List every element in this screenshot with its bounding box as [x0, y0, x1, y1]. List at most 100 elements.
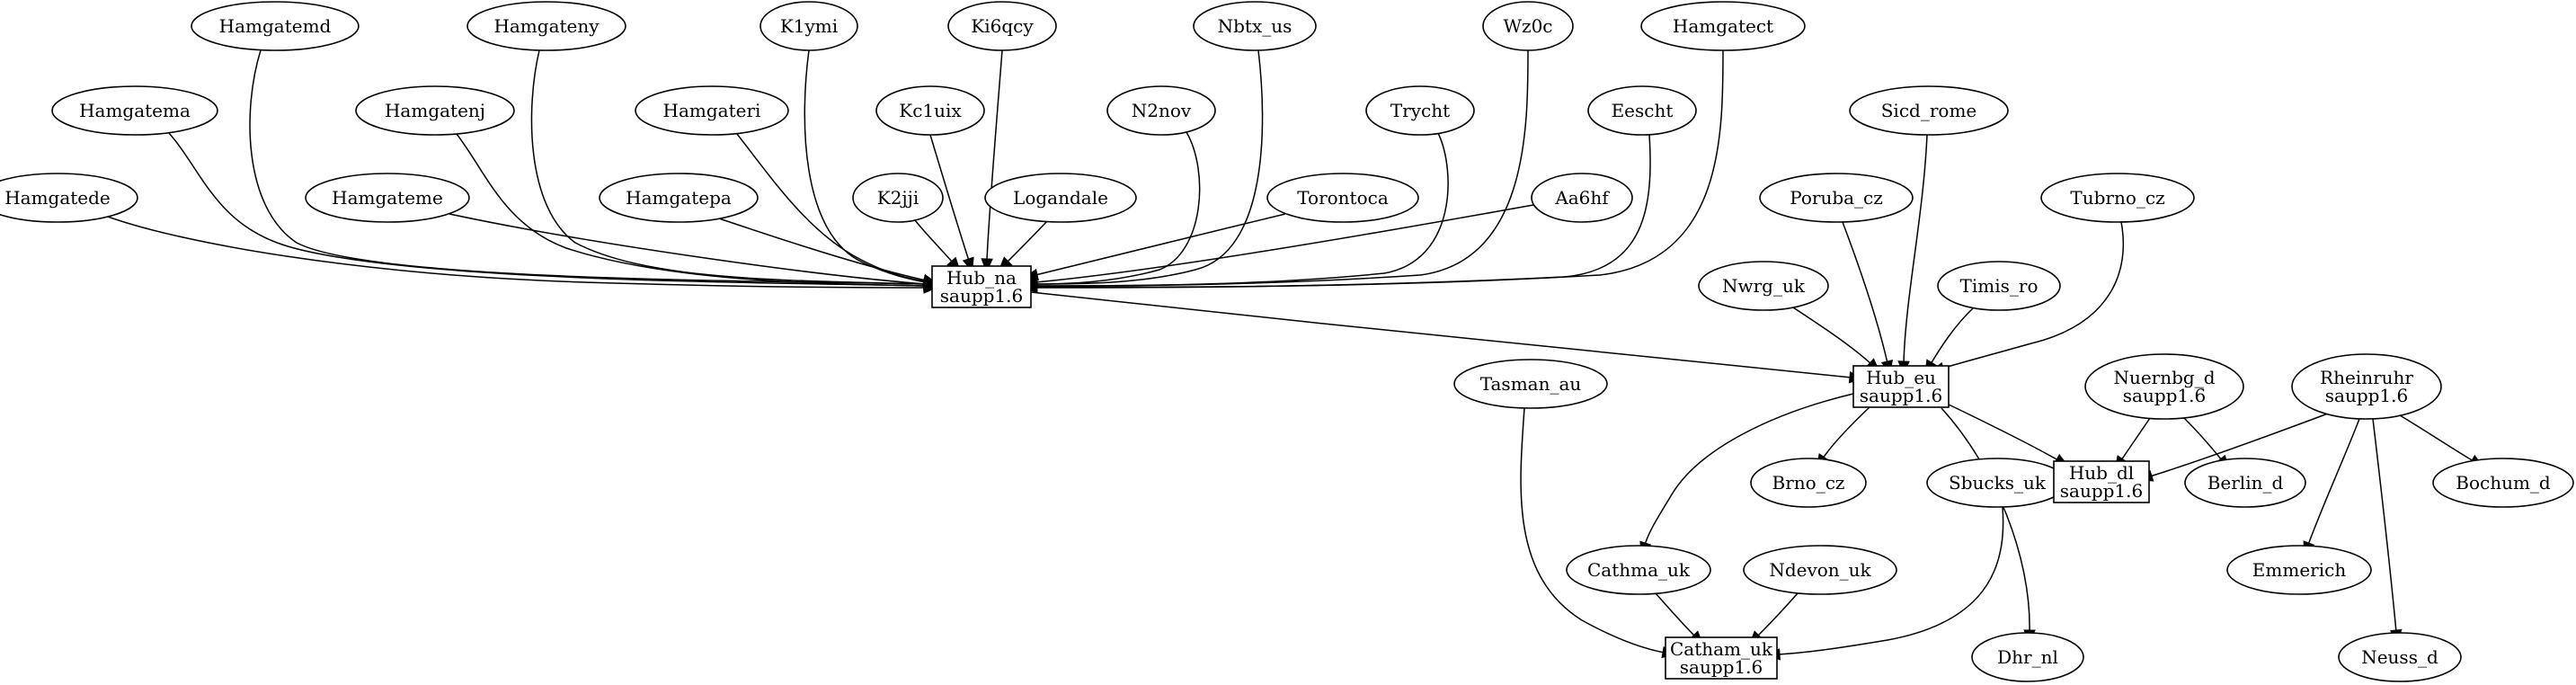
edge-line: [1930, 307, 1974, 365]
node-torontoca: Torontoca: [1266, 173, 1419, 223]
edge-logandale-to-hub-na: [998, 220, 1048, 271]
edge-line: [2307, 418, 2360, 546]
edge-line: [249, 49, 927, 285]
node-label: Kc1uix: [899, 100, 962, 121]
node-label: Nwrg_uk: [1722, 275, 1806, 297]
edge-line: [718, 218, 927, 281]
node-label: Emmerich: [2252, 559, 2347, 581]
edges-layer: [107, 49, 2484, 661]
node-eescht: Eescht: [1587, 85, 1697, 136]
node-sbucks-uk: Sbucks_uk: [1926, 458, 2068, 508]
edge-line: [914, 219, 954, 263]
node-poruba-cz: Poruba_cz: [1759, 173, 1914, 223]
node-label: Hub_eu: [1866, 367, 1936, 388]
edge-line: [1903, 134, 1928, 364]
node-hamgatenj: Hamgatenj: [355, 85, 515, 136]
node-label: Cathma_uk: [1587, 559, 1691, 581]
edge-line: [1822, 406, 1870, 459]
node-ellipse-shape: [2084, 353, 2244, 420]
node-ellipse-shape: [947, 1, 1057, 51]
node-label: Berlin_d: [2207, 472, 2284, 494]
node-aa6hf: Aa6hf: [1531, 173, 1633, 223]
edge-rheinruhr-to-bochum-d: [2399, 414, 2484, 467]
node-nwrg-uk: Nwrg_uk: [1698, 261, 1829, 311]
edge-line: [1030, 291, 1852, 378]
edge-cathma-uk-to-catham-uk: [1655, 592, 1704, 645]
node-emmerich: Emmerich: [2226, 545, 2372, 595]
edge-line: [1792, 307, 1872, 365]
node-ellipse-shape: [1937, 261, 2061, 311]
edge-line: [1941, 221, 2125, 369]
node-ellipse-shape: [1193, 1, 1317, 51]
node-label: Eescht: [1612, 100, 1674, 121]
node-wz0c: Wz0c: [1482, 1, 1574, 51]
node-label: Aa6hf: [1554, 187, 1610, 209]
node-dhr-nl: Dhr_nl: [1971, 632, 2084, 682]
edge-tasman-au-to-catham-uk: [1520, 407, 1677, 659]
edge-hamgateme-to-hub-na: [449, 213, 938, 290]
edge-line: [2372, 418, 2397, 633]
edge-k2jji-to-hub-na: [914, 219, 961, 271]
node-trycht: Trycht: [1365, 85, 1475, 136]
node-label: Rheinruhr: [2320, 367, 2413, 388]
node-bochum-d: Bochum_d: [2432, 458, 2574, 508]
node-ki6qcy: Ki6qcy: [947, 1, 1057, 51]
node-ellipse-shape: [1587, 85, 1697, 136]
edge-line: [1941, 407, 2030, 633]
node-ellipse-shape: [1698, 261, 1829, 311]
node-label: N2nov: [1132, 100, 1192, 121]
edge-line: [1948, 404, 2059, 461]
node-label: Hamgateny: [493, 15, 600, 37]
node-ellipse-shape: [2226, 545, 2372, 595]
arrowhead-icon: [981, 258, 993, 273]
edge-line: [1035, 49, 1724, 289]
node-ellipse-shape: [1266, 173, 1419, 223]
node-ellipse-shape: [1531, 173, 1633, 223]
edge-sicd-rome-to-hub-eu: [1897, 134, 1928, 376]
node-neuss-d: Neuss_d: [2338, 632, 2462, 682]
node-hamgateri: Hamgateri: [635, 85, 789, 136]
edge-torontoca-to-hub-na: [1024, 213, 1286, 281]
node-label: Hamgatemd: [219, 15, 332, 37]
node-brno-cz: Brno_cz: [1750, 458, 1867, 508]
node-logandale: Logandale: [984, 173, 1137, 223]
node-label: K1ymi: [780, 15, 838, 37]
edge-line: [2149, 413, 2329, 477]
node-label: Logandale: [1013, 187, 1108, 209]
node-label: Timis_ro: [1960, 275, 2039, 297]
edge-line: [2183, 417, 2223, 461]
node-label: Tubrno_cz: [2070, 187, 2164, 209]
edge-wz0c-to-hub-na: [1023, 49, 1529, 292]
node-label: Poruba_cz: [1790, 187, 1883, 209]
node-cathma-uk: Cathma_uk: [1566, 545, 1711, 595]
edge-line: [1756, 592, 1799, 637]
node-ellipse-shape: [51, 85, 218, 136]
edge-hamgatepa-to-hub-na: [718, 218, 937, 287]
node-label: Torontoca: [1297, 187, 1389, 209]
node-label: saupp1.6: [940, 285, 1023, 307]
node-hamgatemd: Hamgatemd: [191, 1, 360, 51]
node-hamgatede: Hamgatede: [0, 173, 138, 223]
edge-line: [1035, 49, 1529, 287]
node-ellipse-shape: [1743, 545, 1897, 595]
edge-line: [1035, 204, 1534, 283]
node-ellipse-shape: [2291, 353, 2442, 420]
edge-hamgateny-to-hub-na: [530, 49, 938, 290]
node-box-shape: [1665, 636, 1778, 680]
node-label: Wz0c: [1503, 15, 1552, 37]
edge-hub-eu-to-dhr-nl: [1941, 407, 2036, 645]
edge-line: [1842, 221, 1888, 364]
node-label: Nbtx_us: [1218, 15, 1292, 37]
node-n2nov: N2nov: [1106, 85, 1216, 136]
edge-nbtx-us-to-hub-na: [1023, 49, 1264, 290]
node-label: saupp1.6: [2123, 385, 2206, 406]
node-label: saupp1.6: [1860, 385, 1942, 406]
node-ellipse-shape: [2040, 173, 2195, 223]
node-label: Hamgatema: [79, 100, 191, 121]
edge-nwrg-uk-to-hub-eu: [1792, 307, 1880, 372]
